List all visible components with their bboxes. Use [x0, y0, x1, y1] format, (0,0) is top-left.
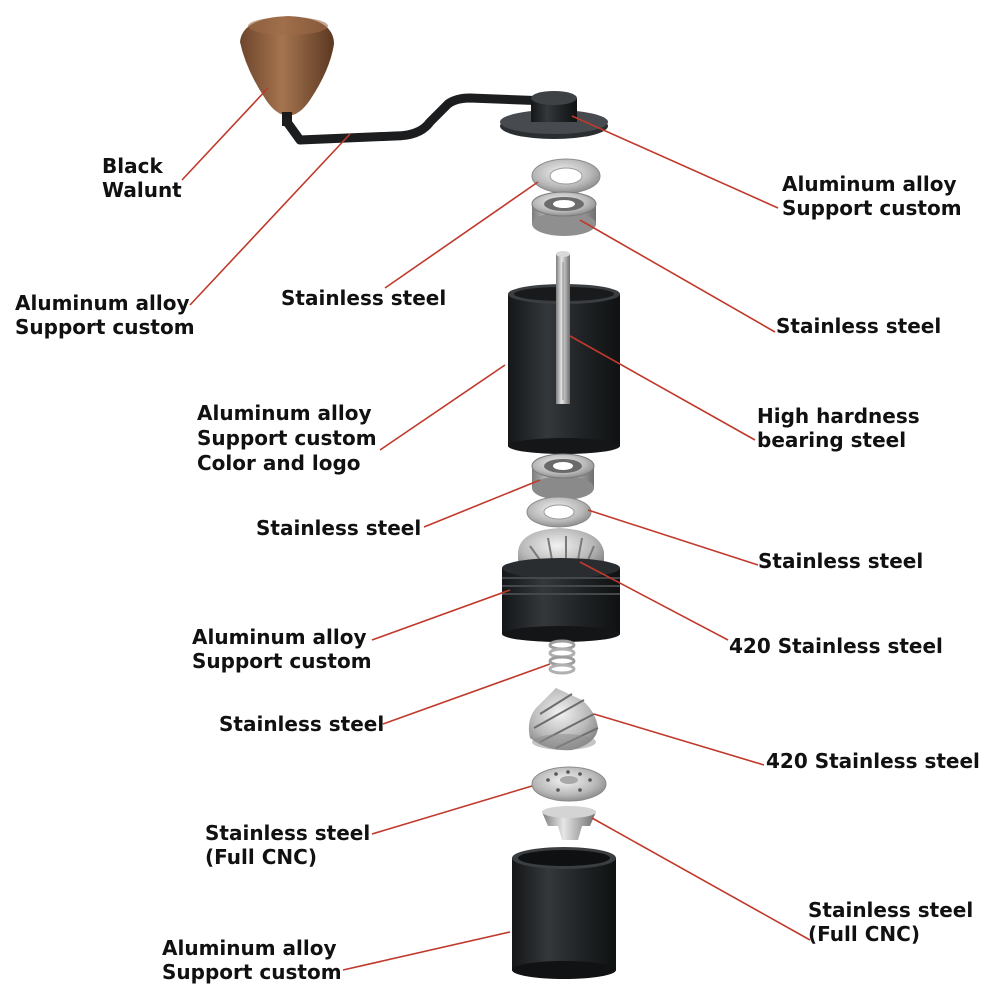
label-shaft-line-2: bearing steel: [757, 428, 907, 452]
lower-bearing-part: [531, 453, 595, 500]
label-inner-burr-line-1: 420 Stainless steel: [766, 749, 980, 773]
label-main-body-line-2: Support custom: [197, 426, 377, 450]
leader-line-crank-arm: [189, 133, 351, 306]
label-top-cap-line-1: Aluminum alloy: [782, 172, 957, 196]
crank-arm: [282, 93, 553, 145]
label-adjust-disc-line-2: (Full CNC): [205, 845, 317, 869]
leader-line-catch-cup: [342, 931, 511, 971]
leader-line-adjust-disc: [371, 785, 533, 835]
label-main-body-line-1: Aluminum alloy: [197, 401, 372, 425]
leader-line-lower-bearing: [423, 479, 541, 528]
label-shaft-line-1: High hardness: [757, 404, 920, 428]
label-burr-housing: Aluminum alloy Support custom: [192, 625, 372, 673]
leader-line-inner-burr: [593, 713, 765, 766]
label-knob-line-2: Walunt: [102, 178, 182, 202]
leader-line-adjust-base: [591, 817, 811, 941]
label-lower-washer-line-1: Stainless steel: [758, 549, 924, 573]
label-adjust-disc: Stainless steel (Full CNC): [205, 821, 370, 869]
label-burr-housing-line-1: Aluminum alloy: [192, 625, 367, 649]
label-lower-bearing: Stainless steel: [256, 516, 421, 540]
burr-housing-part: [502, 528, 620, 642]
label-spring-line-1: Stainless steel: [219, 712, 385, 736]
label-top-bearing-line-1: Stainless steel: [776, 314, 942, 338]
label-outer-burr-line-1: 420 Stainless steel: [729, 634, 943, 658]
label-knob-line-1: Black: [102, 154, 163, 178]
label-outer-burr: 420 Stainless steel: [729, 634, 943, 658]
label-main-body-line-3: Color and logo: [197, 451, 361, 475]
inner-burr-part: [528, 688, 599, 751]
leader-line-top-bearing: [579, 219, 776, 333]
label-adjust-base: Stainless steel (Full CNC): [808, 898, 973, 946]
walnut-knob: [240, 16, 334, 126]
spring-part: [548, 639, 576, 675]
label-catch-cup: Aluminum alloy Support custom: [162, 936, 342, 984]
leader-line-knob: [181, 87, 269, 181]
label-adjust-disc-line-1: Stainless steel: [205, 821, 371, 845]
label-crank-arm: Aluminum alloy Support custom: [15, 291, 195, 339]
label-burr-housing-line-2: Support custom: [192, 649, 372, 673]
label-top-cap: Aluminum alloy Support custom: [782, 172, 962, 220]
label-crank-arm-line-1: Aluminum alloy: [15, 291, 190, 315]
label-adjust-base-line-2: (Full CNC): [808, 922, 920, 946]
top-bearing-part: [531, 191, 597, 236]
label-top-washer: Stainless steel: [281, 286, 446, 310]
leader-line-top-cap: [571, 115, 779, 209]
adjust-base-part: [542, 806, 596, 840]
leader-line-burr-housing: [371, 589, 511, 641]
leader-lines: [181, 87, 811, 971]
label-catch-cup-line-1: Aluminum alloy: [162, 936, 337, 960]
top-washer-part: [531, 158, 601, 194]
label-crank-arm-line-2: Support custom: [15, 315, 195, 339]
lower-washer-part: [526, 496, 592, 528]
label-catch-cup-line-2: Support custom: [162, 960, 342, 984]
label-top-washer-line-1: Stainless steel: [281, 286, 447, 310]
label-top-bearing: Stainless steel: [776, 314, 941, 338]
label-knob: Black Walunt: [102, 154, 182, 202]
label-shaft: High hardness bearing steel: [757, 404, 920, 452]
catch-cup-part: [512, 847, 616, 979]
leader-line-shaft: [569, 335, 756, 441]
leader-line-top-washer: [384, 181, 539, 289]
label-main-body: Aluminum alloy Support custom Color and …: [197, 401, 377, 476]
label-adjust-base-line-1: Stainless steel: [808, 898, 974, 922]
leader-line-spring: [382, 663, 551, 725]
label-spring: Stainless steel: [219, 712, 384, 736]
label-top-cap-line-2: Support custom: [782, 196, 962, 220]
shaft-part: [556, 251, 570, 404]
label-lower-washer: Stainless steel: [758, 549, 923, 573]
label-lower-bearing-line-1: Stainless steel: [256, 516, 422, 540]
adjust-disc-part: [531, 766, 607, 802]
leader-line-lower-washer: [587, 509, 759, 566]
label-inner-burr: 420 Stainless steel: [766, 749, 980, 773]
leader-line-main-body: [379, 364, 506, 451]
leader-line-outer-burr: [579, 561, 729, 641]
